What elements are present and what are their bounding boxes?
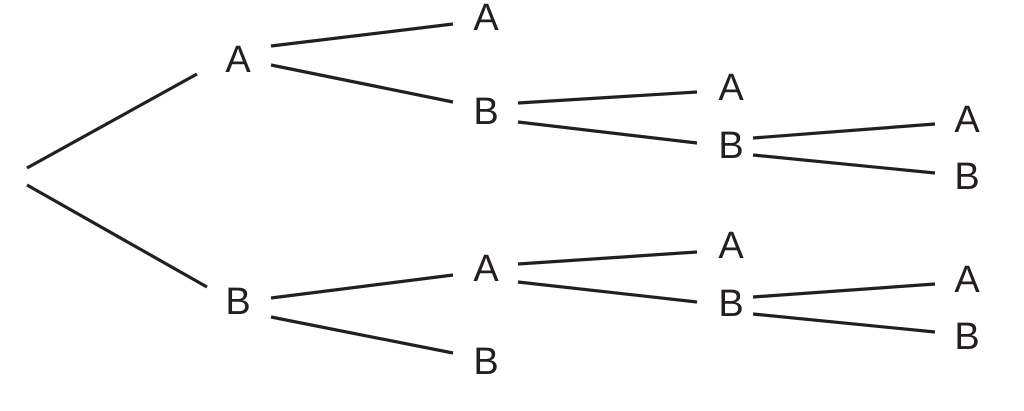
node-label-abbb: B <box>954 156 979 198</box>
node-label-b: B <box>225 281 250 323</box>
node-label-abb: B <box>718 125 743 167</box>
node-label-ba: A <box>473 248 499 290</box>
node-label-aa: A <box>473 0 499 39</box>
branch-ab-to-aba <box>517 90 698 105</box>
node-label-babb: B <box>954 316 979 358</box>
branch-ba-to-bab <box>517 280 698 304</box>
node-label-bab: B <box>718 283 743 325</box>
branch-bab-to-baba <box>752 282 936 299</box>
branch-ab-to-abb <box>517 120 698 145</box>
branch-b-to-bb <box>270 315 454 355</box>
branch-a-to-aa <box>270 22 454 48</box>
branch-abb-to-abbb <box>752 153 936 175</box>
node-label-a: A <box>225 39 251 81</box>
branch-root-to-b <box>26 183 208 289</box>
branch-a-to-ab <box>270 63 454 104</box>
node-label-baa: A <box>718 225 744 267</box>
branch-b-to-ba <box>270 273 454 300</box>
branch-root-to-a <box>26 72 198 170</box>
node-label-abba: A <box>954 99 980 141</box>
branch-bab-to-babb <box>752 312 936 334</box>
node-label-baba: A <box>954 259 980 301</box>
node-label-ab: B <box>473 91 498 133</box>
branch-abb-to-abba <box>752 122 936 140</box>
node-label-aba: A <box>718 67 744 109</box>
node-label-bb: B <box>473 341 498 383</box>
branch-ba-to-baa <box>517 250 698 266</box>
